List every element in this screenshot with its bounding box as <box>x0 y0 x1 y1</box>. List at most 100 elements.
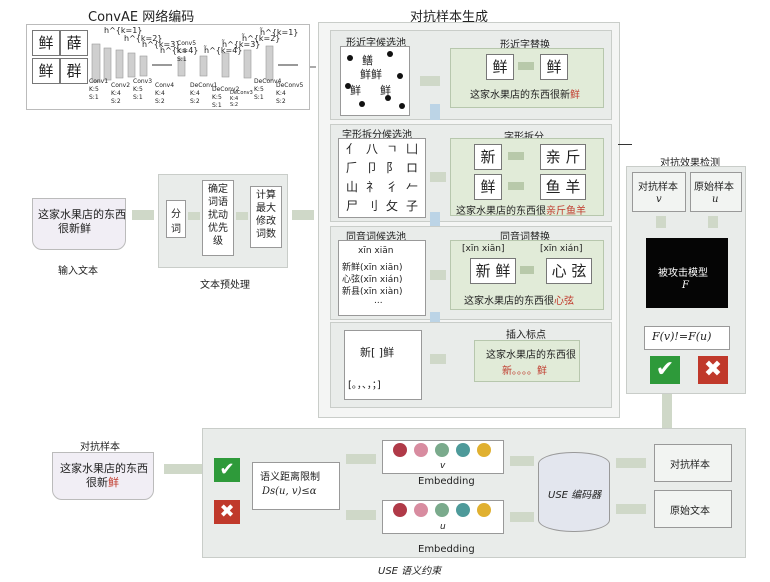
homophone-inner-arrow <box>520 266 534 274</box>
use-arrow-emb-v <box>510 456 534 466</box>
use-title: USE 语义约束 <box>378 566 442 577</box>
convae-char-3: 鲜 <box>32 58 60 84</box>
similar-replace-box <box>450 48 604 108</box>
split-comp-10: 礻 <box>365 180 378 194</box>
convae-h7: h̃^{k=2} <box>242 34 281 43</box>
split-pool-box <box>338 138 426 218</box>
similar-pool-char-2: 鲜鲜 <box>360 68 382 81</box>
detection-model-label: 被攻击模型 <box>658 268 708 279</box>
similar-replace-title: 形近字替换 <box>500 40 550 51</box>
preprocess-label: 文本预处理 <box>200 280 250 291</box>
detection-adv-label: 对抗样本 <box>638 182 678 193</box>
use-arrow-emb-u <box>510 512 534 522</box>
homophone-pool-box <box>338 240 426 316</box>
convae-layer-conv2: Conv2 K:4 S:2 <box>111 82 131 105</box>
convae-layer-conv5: Conv5 K:5 S:1 <box>177 40 197 63</box>
split-pool-grid: 亻 八 ㄱ 凵 𠂆 卩 阝 ロ 山 礻 彳 𠂉 尸 刂 攵 子 <box>342 140 422 216</box>
homophone-pool-line4: 新县(xīn xiàn) <box>342 287 403 297</box>
split-comp-9: 山 <box>345 180 358 194</box>
split-b-arrow <box>508 182 524 190</box>
split-comp-1: 亻 <box>345 142 358 156</box>
embedding-dot <box>414 443 428 457</box>
similar-inner-arrow <box>518 62 534 70</box>
punct-sentence-line1: 这家水果店的东西很 <box>486 350 576 361</box>
preprocess-to-generation-arrow <box>292 210 314 220</box>
check-icon: ✔ <box>650 356 680 384</box>
similar-pool-char-4: 鲜 <box>380 84 391 97</box>
convae-layers-graphic <box>91 43 298 83</box>
preprocess-arrow-2 <box>236 212 248 220</box>
use-encoder-cylinder <box>538 452 610 532</box>
convae-char-1: 鲜 <box>32 30 60 56</box>
preprocess-priority: 确定 词语 扰动 优先 级 <box>202 180 234 256</box>
split-comp-12: 𠂉 <box>405 180 418 194</box>
preprocess-calc: 计算 最大 修改 词数 <box>250 186 282 248</box>
use-arrow-adv-in <box>616 458 646 468</box>
convae-layer-deconv4: DeConv4 K:5 S:1 <box>254 78 282 101</box>
embedding-dot <box>435 443 449 457</box>
split-comp-15: 攵 <box>385 199 398 213</box>
down-arrow-3 <box>430 312 440 326</box>
split-b-char: 鲜 <box>474 174 502 200</box>
split-comp-5: 𠂆 <box>345 161 358 175</box>
convae-title: ConvAE 网络编码 <box>88 10 195 25</box>
embedding-dot <box>393 503 407 517</box>
homophone-pinyin-a: [xīn xiān] <box>462 244 505 254</box>
punct-example: 新[ ]鲜 <box>360 346 395 359</box>
detection-formula: F(v)!=F(u) <box>652 330 712 343</box>
embedding-dot <box>456 503 470 517</box>
preprocess-arrow-1 <box>188 212 200 220</box>
convae-layer-deconv2: DeConv2 K:5 S:1 <box>212 86 240 109</box>
generation-to-detection-line <box>618 144 632 145</box>
punct-arrow <box>430 354 446 364</box>
homophone-word-b: 心 弦 <box>546 258 592 284</box>
output-label: 对抗样本 <box>80 442 120 453</box>
attacked-model-box <box>646 238 728 308</box>
embedding-dot <box>393 443 407 457</box>
split-comp-13: 尸 <box>345 199 358 213</box>
embedding-v-var: v <box>440 461 446 471</box>
embedding-dot <box>456 443 470 457</box>
split-comp-7: 阝 <box>385 161 398 175</box>
use-orig-box <box>654 490 732 528</box>
split-arrow <box>430 172 446 182</box>
split-comp-14: 刂 <box>365 199 378 213</box>
homophone-pinyin-b: [xīn xián] <box>540 244 583 254</box>
embedding-dots <box>393 443 491 517</box>
split-b-result: 鱼 羊 <box>540 174 586 200</box>
convae-layer-deconv1: DeConv1 K:4 S:2 <box>190 82 218 105</box>
detection-adv-box <box>632 172 686 212</box>
use-orig-label: 原始文本 <box>670 506 710 517</box>
detection-adv-var: v <box>656 194 662 205</box>
embedding-u-var: u <box>440 522 446 532</box>
embedding-dot <box>477 443 491 457</box>
cross-icon: ✖ <box>698 356 728 384</box>
split-comp-3: ㄱ <box>386 142 398 156</box>
input-label: 输入文本 <box>58 266 98 277</box>
down-arrow-1 <box>430 104 440 120</box>
similar-from-char: 鲜 <box>486 54 514 80</box>
punct-example-box <box>344 330 422 400</box>
convae-layer-conv1: Conv1 K:5 S:1 <box>89 78 109 101</box>
input-text-line1: 这家水果店的东西 <box>38 208 126 221</box>
homophone-pool-line2: 新鲜(xīn xiān) <box>342 263 403 273</box>
punct-title: 插入标点 <box>506 330 546 341</box>
detection-model-var: F <box>682 280 689 291</box>
similar-arrow <box>420 76 440 86</box>
embedding-dot <box>477 503 491 517</box>
convae-layer-deconv3: DeConv3 K:4 S:2 <box>230 90 253 108</box>
limit-box <box>252 462 340 510</box>
homophone-sentence: 这家水果店的东西很心弦 <box>464 296 574 307</box>
convae-layer-conv3: Conv3 K:5 S:1 <box>133 78 153 101</box>
convae-h6: h̃^{k=3} <box>222 40 261 49</box>
use-arrow-limit-u <box>346 510 376 520</box>
detection-orig-var: u <box>712 194 719 205</box>
embedding-dot <box>435 503 449 517</box>
homophone-word-a: 新 鲜 <box>470 258 516 284</box>
output-document <box>52 452 154 500</box>
use-check-icon: ✔ <box>214 458 240 482</box>
generation-title: 对抗样本生成 <box>410 10 489 25</box>
homophone-pool-line5: ... <box>374 296 383 306</box>
detection-orig-label: 原始样本 <box>694 182 734 193</box>
similar-pool-char-1: 鳝 <box>362 54 373 67</box>
